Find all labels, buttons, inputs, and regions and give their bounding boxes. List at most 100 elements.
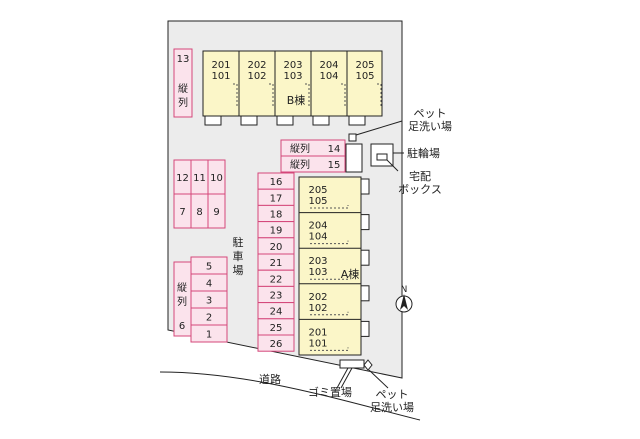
stair-line: [310, 276, 349, 280]
parking-spot-13-label: 縦列: [178, 82, 188, 109]
parking-spot-15-number: 15: [328, 160, 341, 171]
parking-spot-26-label: 26: [270, 339, 283, 350]
parking-spot-3-label: 3: [206, 296, 212, 307]
parking-spot-8-label: 8: [196, 207, 202, 218]
parking-spot-2-label: 2: [206, 313, 212, 324]
unit-number-lower: 103: [308, 267, 327, 278]
unit-number-lower: 101: [308, 338, 327, 349]
garbage-leader-2: [340, 367, 353, 389]
parking-spot-16-label: 16: [270, 177, 283, 188]
delivery-box-label: ボックス: [398, 183, 442, 196]
delivery-box-label: 宅配: [409, 169, 431, 183]
unit-number-lower: 104: [319, 71, 338, 82]
parking-spot-12-label: 12: [176, 173, 189, 184]
parking-spot-9-label: 9: [213, 207, 219, 218]
stair-line: [310, 311, 349, 316]
building-a-label: A棟: [341, 267, 360, 281]
parking-spot-15: [280, 155, 346, 173]
pet-wash-top-label: ペット: [414, 107, 447, 120]
porch: [240, 115, 258, 126]
parking-spot-6-label-char: 列: [177, 295, 187, 308]
garbage-leader: [336, 367, 349, 389]
parking-spot-24-label: 24: [270, 307, 283, 318]
parking-spot-14-number: 14: [328, 144, 341, 155]
parking-spot-6-label: 縦列: [177, 281, 187, 308]
parking-spot-13-label-char: 縦: [178, 82, 188, 95]
parking-spot-6: [173, 261, 192, 337]
porch: [204, 115, 222, 126]
stair-line: [305, 83, 310, 108]
unit-number-upper: 203: [308, 256, 327, 267]
parking-spot-19-label: 19: [270, 226, 283, 237]
unit-number-upper: 205: [355, 60, 374, 71]
compass-north-label: N: [401, 285, 408, 295]
building-b-label: B棟: [287, 93, 306, 107]
parking-spot-14-label: 縦列: [290, 142, 310, 155]
unit-number-upper: 204: [308, 221, 327, 232]
parking-spot-25-label: 25: [270, 323, 283, 334]
unit-number-lower: 102: [247, 71, 266, 82]
unit-number-lower: 103: [283, 71, 302, 82]
parking-spot-13-label-char: 列: [178, 96, 188, 109]
parking-spot-5-label: 5: [206, 262, 212, 273]
parking-spot-15-label: 縦列: [290, 158, 310, 171]
stair-line: [377, 83, 382, 108]
porch: [360, 320, 370, 337]
garbage-label: ゴミ置場: [308, 385, 352, 399]
road-label: 道路: [259, 372, 281, 386]
garbage-station: [339, 359, 365, 369]
parking-spot-9: [207, 193, 226, 229]
parking-spot-10-label: 10: [210, 173, 223, 184]
parking-spot-20-label: 20: [270, 242, 283, 253]
unit-number-lower: 105: [355, 71, 374, 82]
parking-area-label-char: 車: [233, 249, 244, 263]
unit-number-upper: 203: [283, 60, 302, 71]
parking-spot-4-label: 4: [206, 279, 212, 290]
stair-line: [341, 83, 346, 108]
stair-line: [310, 240, 349, 245]
pet-wash-bottom-marker: [363, 359, 373, 371]
parking-spot-13-number: 13: [177, 54, 190, 65]
stair-line: [310, 347, 349, 351]
unit-number-lower: 102: [308, 303, 327, 314]
parking-spot-18-label: 18: [270, 210, 283, 221]
pet-wash-bottom-label: ペット: [376, 388, 409, 401]
unit-number-lower: 104: [308, 232, 327, 243]
unit-number-upper: 204: [319, 60, 338, 71]
unit-number-upper: 202: [308, 292, 327, 303]
parking-spot-21-label: 21: [270, 258, 283, 269]
unit-number-upper: 201: [211, 60, 230, 71]
unit-number-upper: 202: [247, 60, 266, 71]
pet-wash-top-leader: [355, 120, 403, 136]
compass: N: [395, 285, 413, 313]
unit-number-lower: 105: [308, 196, 327, 207]
utility-box: [345, 143, 363, 173]
porch: [276, 115, 294, 126]
parking-spot-13: [173, 48, 193, 118]
unit-number-lower: 101: [211, 71, 230, 82]
stair-line: [310, 205, 349, 209]
parking-spot-7-label: 7: [179, 207, 185, 218]
bicycle-parking-label: 駐輪場: [407, 146, 440, 160]
porch: [360, 285, 370, 302]
stair-line: [233, 83, 238, 108]
parking-area-label-char: 駐: [233, 235, 244, 249]
building-a-outline: [298, 176, 362, 356]
parking-area-label-char: 場: [233, 264, 244, 277]
pet-wash-bottom-label: 足洗い場: [370, 401, 414, 414]
parking-spot-22-label: 22: [270, 274, 283, 285]
unit-number-upper: 201: [308, 327, 327, 338]
parking-spot-23-label: 23: [270, 291, 283, 302]
unit-number-upper: 205: [308, 185, 327, 196]
parking-spot-6-label-char: 縦: [177, 281, 187, 294]
facilities: ペット足洗い場駐輪場宅配ボックスゴミ置場ペット足洗い場道路N: [259, 107, 452, 414]
porch: [360, 214, 370, 231]
road-edge: [159, 371, 421, 421]
stair-line: [269, 83, 274, 108]
pet-wash-bottom-leader: [368, 369, 389, 389]
parking-area-label: 駐車場: [233, 235, 244, 277]
delivery-leader: [386, 159, 399, 172]
parking-spot-26: [257, 334, 295, 352]
